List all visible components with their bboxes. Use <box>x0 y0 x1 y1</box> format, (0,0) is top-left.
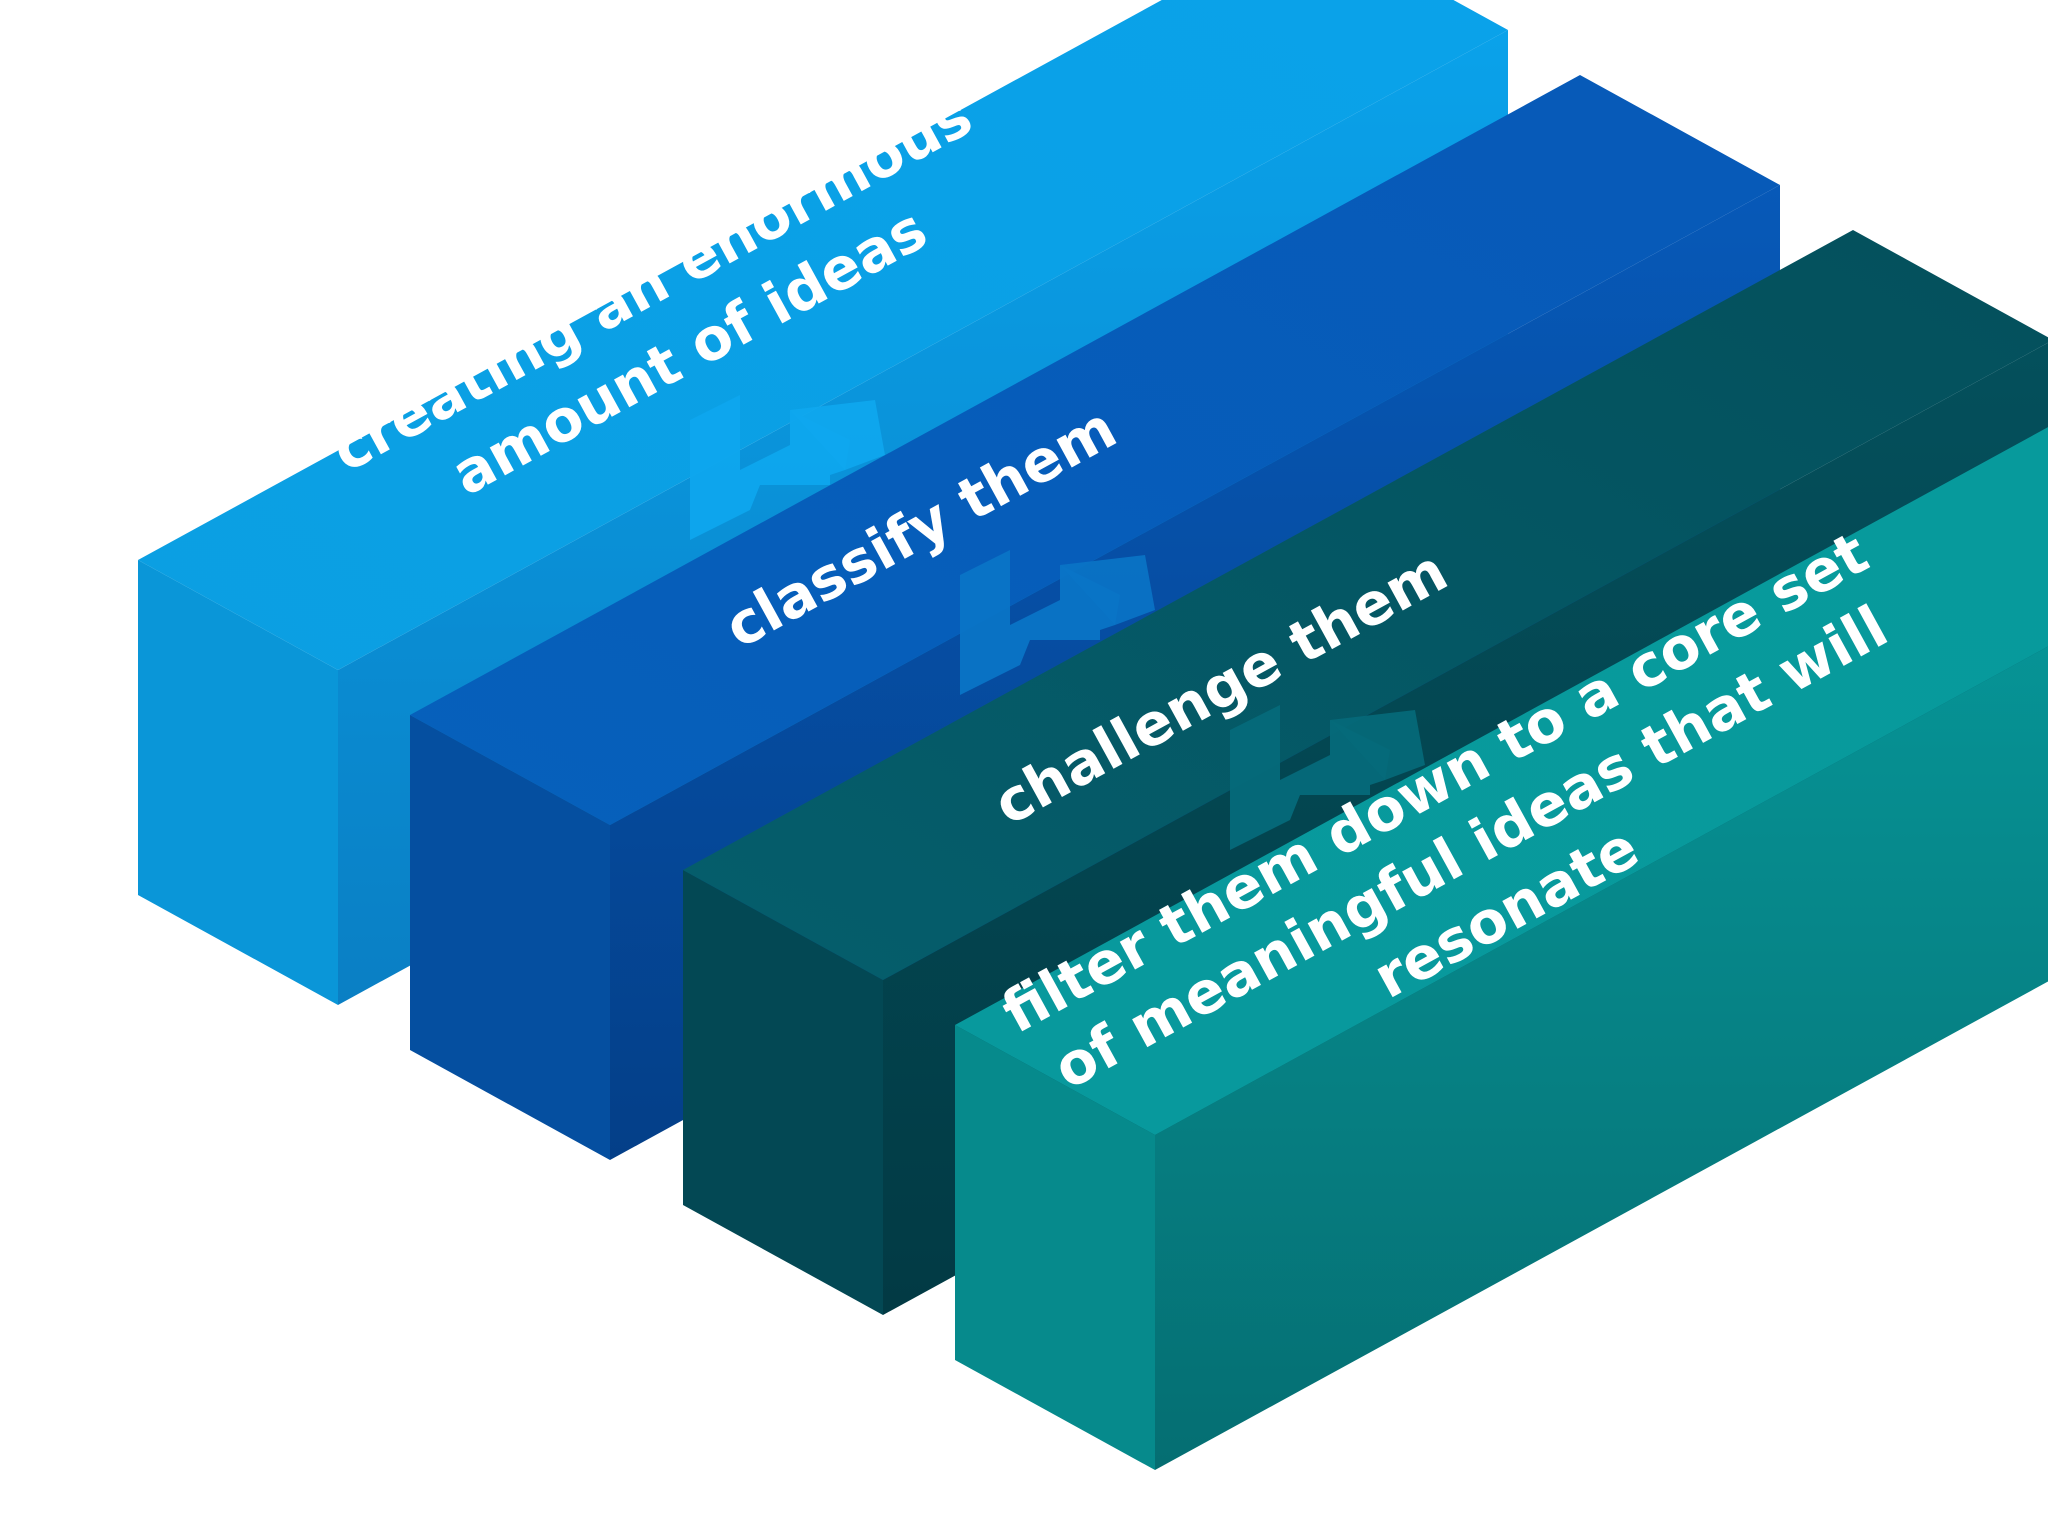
connector-arrow-2 <box>960 550 1155 695</box>
process-step-4 <box>955 427 2048 1470</box>
block-top-face <box>410 75 1780 825</box>
block-top-face <box>955 427 2048 1135</box>
block-top-face <box>683 230 2048 980</box>
connector-arrow-1 <box>690 395 885 540</box>
block-front-face <box>1155 646 2048 1470</box>
block-end-face <box>410 715 610 1160</box>
block-end-face <box>138 560 338 1005</box>
connector-arrow-3 <box>1230 705 1425 850</box>
block-top-face <box>138 0 1508 670</box>
block-end-face <box>955 1025 1155 1470</box>
block-end-face <box>683 870 883 1315</box>
